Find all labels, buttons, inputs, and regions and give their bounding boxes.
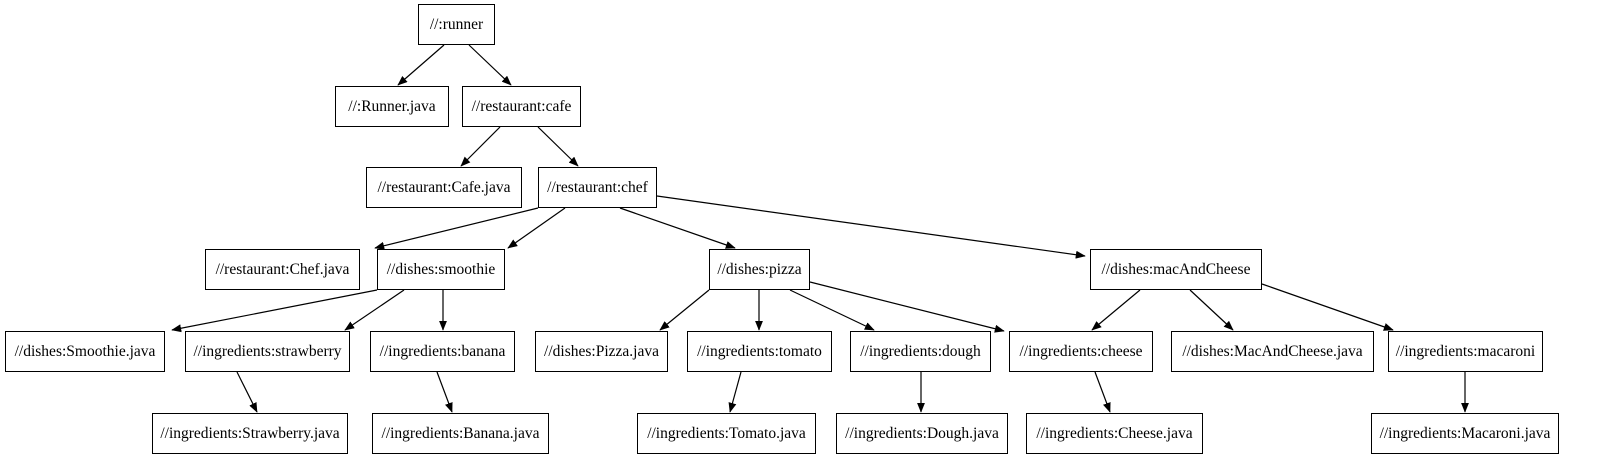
- graph-edge-restaurant_cafe-to-cafe_java: [460, 126, 501, 167]
- graph-edge-dishes_pizza-to-ing_cheese: [809, 281, 1005, 333]
- graph-node-label: //dishes:pizza: [717, 260, 802, 278]
- graph-node-label: //ingredients:Macaroni.java: [1379, 424, 1551, 442]
- graph-node-restaurant_cafe[interactable]: //restaurant:cafe: [462, 86, 581, 127]
- graph-node-label: //dishes:macAndCheese: [1101, 260, 1251, 278]
- graph-edge-restaurant_chef-to-chef_java: [374, 207, 539, 250]
- graph-node-ing_dough[interactable]: //ingredients:dough: [850, 331, 991, 372]
- graph-edge-ing_cheese-to-cheese_java: [1094, 371, 1111, 413]
- graph-node-label: //ingredients:Tomato.java: [647, 424, 806, 442]
- graph-node-runner[interactable]: //:runner: [418, 4, 495, 45]
- graph-node-label: //:Runner.java: [348, 97, 436, 115]
- graph-edge-dishes_macandcheese-to-ing_macaroni: [1261, 283, 1394, 331]
- graph-node-macandcheese_java[interactable]: //dishes:MacAndCheese.java: [1171, 331, 1374, 372]
- graph-node-chef_java[interactable]: //restaurant:Chef.java: [205, 249, 360, 290]
- graph-node-dishes_smoothie[interactable]: //dishes:smoothie: [377, 249, 505, 290]
- graph-node-label: //dishes:MacAndCheese.java: [1182, 342, 1363, 360]
- graph-node-restaurant_chef[interactable]: //restaurant:chef: [538, 167, 657, 208]
- graph-node-dishes_pizza[interactable]: //dishes:pizza: [709, 249, 810, 290]
- graph-node-label: //ingredients:tomato: [697, 342, 822, 360]
- graph-node-label: //restaurant:cafe: [471, 97, 572, 115]
- graph-edge-restaurant_cafe-to-restaurant_chef: [537, 126, 579, 167]
- graph-node-tomato_java[interactable]: //ingredients:Tomato.java: [637, 413, 816, 454]
- graph-edge-dishes_smoothie-to-ing_strawberry: [344, 289, 405, 331]
- graph-node-label: //restaurant:Chef.java: [215, 260, 350, 278]
- graph-node-pizza_java[interactable]: //dishes:Pizza.java: [535, 331, 668, 372]
- graph-node-cheese_java[interactable]: //ingredients:Cheese.java: [1026, 413, 1203, 454]
- graph-edge-dishes_macandcheese-to-macandcheese_java: [1189, 289, 1234, 331]
- graph-node-label: //dishes:smoothie: [386, 260, 496, 278]
- graph-node-runner_java[interactable]: //:Runner.java: [335, 86, 449, 127]
- graph-node-dishes_macandcheese[interactable]: //dishes:macAndCheese: [1090, 249, 1262, 290]
- graph-edge-dishes_pizza-to-ing_dough: [789, 289, 875, 331]
- graph-node-label: //ingredients:macaroni: [1395, 342, 1536, 360]
- graph-node-label: //dishes:Pizza.java: [544, 342, 659, 360]
- graph-node-ing_banana[interactable]: //ingredients:banana: [370, 331, 515, 372]
- graph-edge-dishes_pizza-to-pizza_java: [659, 289, 710, 331]
- graph-node-label: //restaurant:chef: [547, 178, 648, 196]
- graph-node-label: //ingredients:Cheese.java: [1036, 424, 1193, 442]
- graph-edge-dishes_smoothie-to-smoothie_java: [171, 289, 378, 333]
- graph-node-label: //:runner: [429, 15, 484, 33]
- graph-edge-runner-to-runner_java: [397, 44, 445, 86]
- graph-edge-dishes_macandcheese-to-ing_cheese: [1091, 289, 1141, 331]
- graph-edge-ing_tomato-to-tomato_java: [728, 371, 742, 413]
- graph-node-ing_macaroni[interactable]: //ingredients:macaroni: [1388, 331, 1543, 372]
- graph-node-label: //ingredients:dough: [860, 342, 981, 360]
- graph-node-label: //ingredients:banana: [379, 342, 506, 360]
- graph-edge-restaurant_chef-to-dishes_macandcheese: [656, 195, 1086, 259]
- graph-node-strawberry_java[interactable]: //ingredients:Strawberry.java: [152, 413, 348, 454]
- graph-node-ing_cheese[interactable]: //ingredients:cheese: [1009, 331, 1153, 372]
- graph-node-label: //dishes:Smoothie.java: [14, 342, 156, 360]
- graph-node-label: //ingredients:strawberry: [193, 342, 342, 360]
- graph-node-ing_strawberry[interactable]: //ingredients:strawberry: [185, 331, 350, 372]
- graph-edge-restaurant_chef-to-dishes_pizza: [619, 207, 736, 249]
- graph-node-ing_tomato[interactable]: //ingredients:tomato: [687, 331, 832, 372]
- graph-node-dough_java[interactable]: //ingredients:Dough.java: [836, 413, 1008, 454]
- graph-edge-restaurant_chef-to-dishes_smoothie: [507, 207, 566, 249]
- graph-node-label: //ingredients:Dough.java: [845, 424, 999, 442]
- graph-node-banana_java[interactable]: //ingredients:Banana.java: [372, 413, 549, 454]
- graph-node-label: //ingredients:Strawberry.java: [160, 424, 340, 442]
- graph-node-label: //ingredients:cheese: [1019, 342, 1143, 360]
- graph-node-label: //ingredients:Banana.java: [381, 424, 540, 442]
- graph-edge-ing_strawberry-to-strawberry_java: [236, 371, 258, 413]
- graph-node-cafe_java[interactable]: //restaurant:Cafe.java: [366, 167, 522, 208]
- graph-edge-runner-to-restaurant_cafe: [468, 44, 512, 86]
- graph-edge-ing_banana-to-banana_java: [436, 371, 453, 413]
- graph-node-macaroni_java[interactable]: //ingredients:Macaroni.java: [1371, 413, 1559, 454]
- graph-node-smoothie_java[interactable]: //dishes:Smoothie.java: [5, 331, 165, 372]
- graph-node-label: //restaurant:Cafe.java: [377, 178, 511, 196]
